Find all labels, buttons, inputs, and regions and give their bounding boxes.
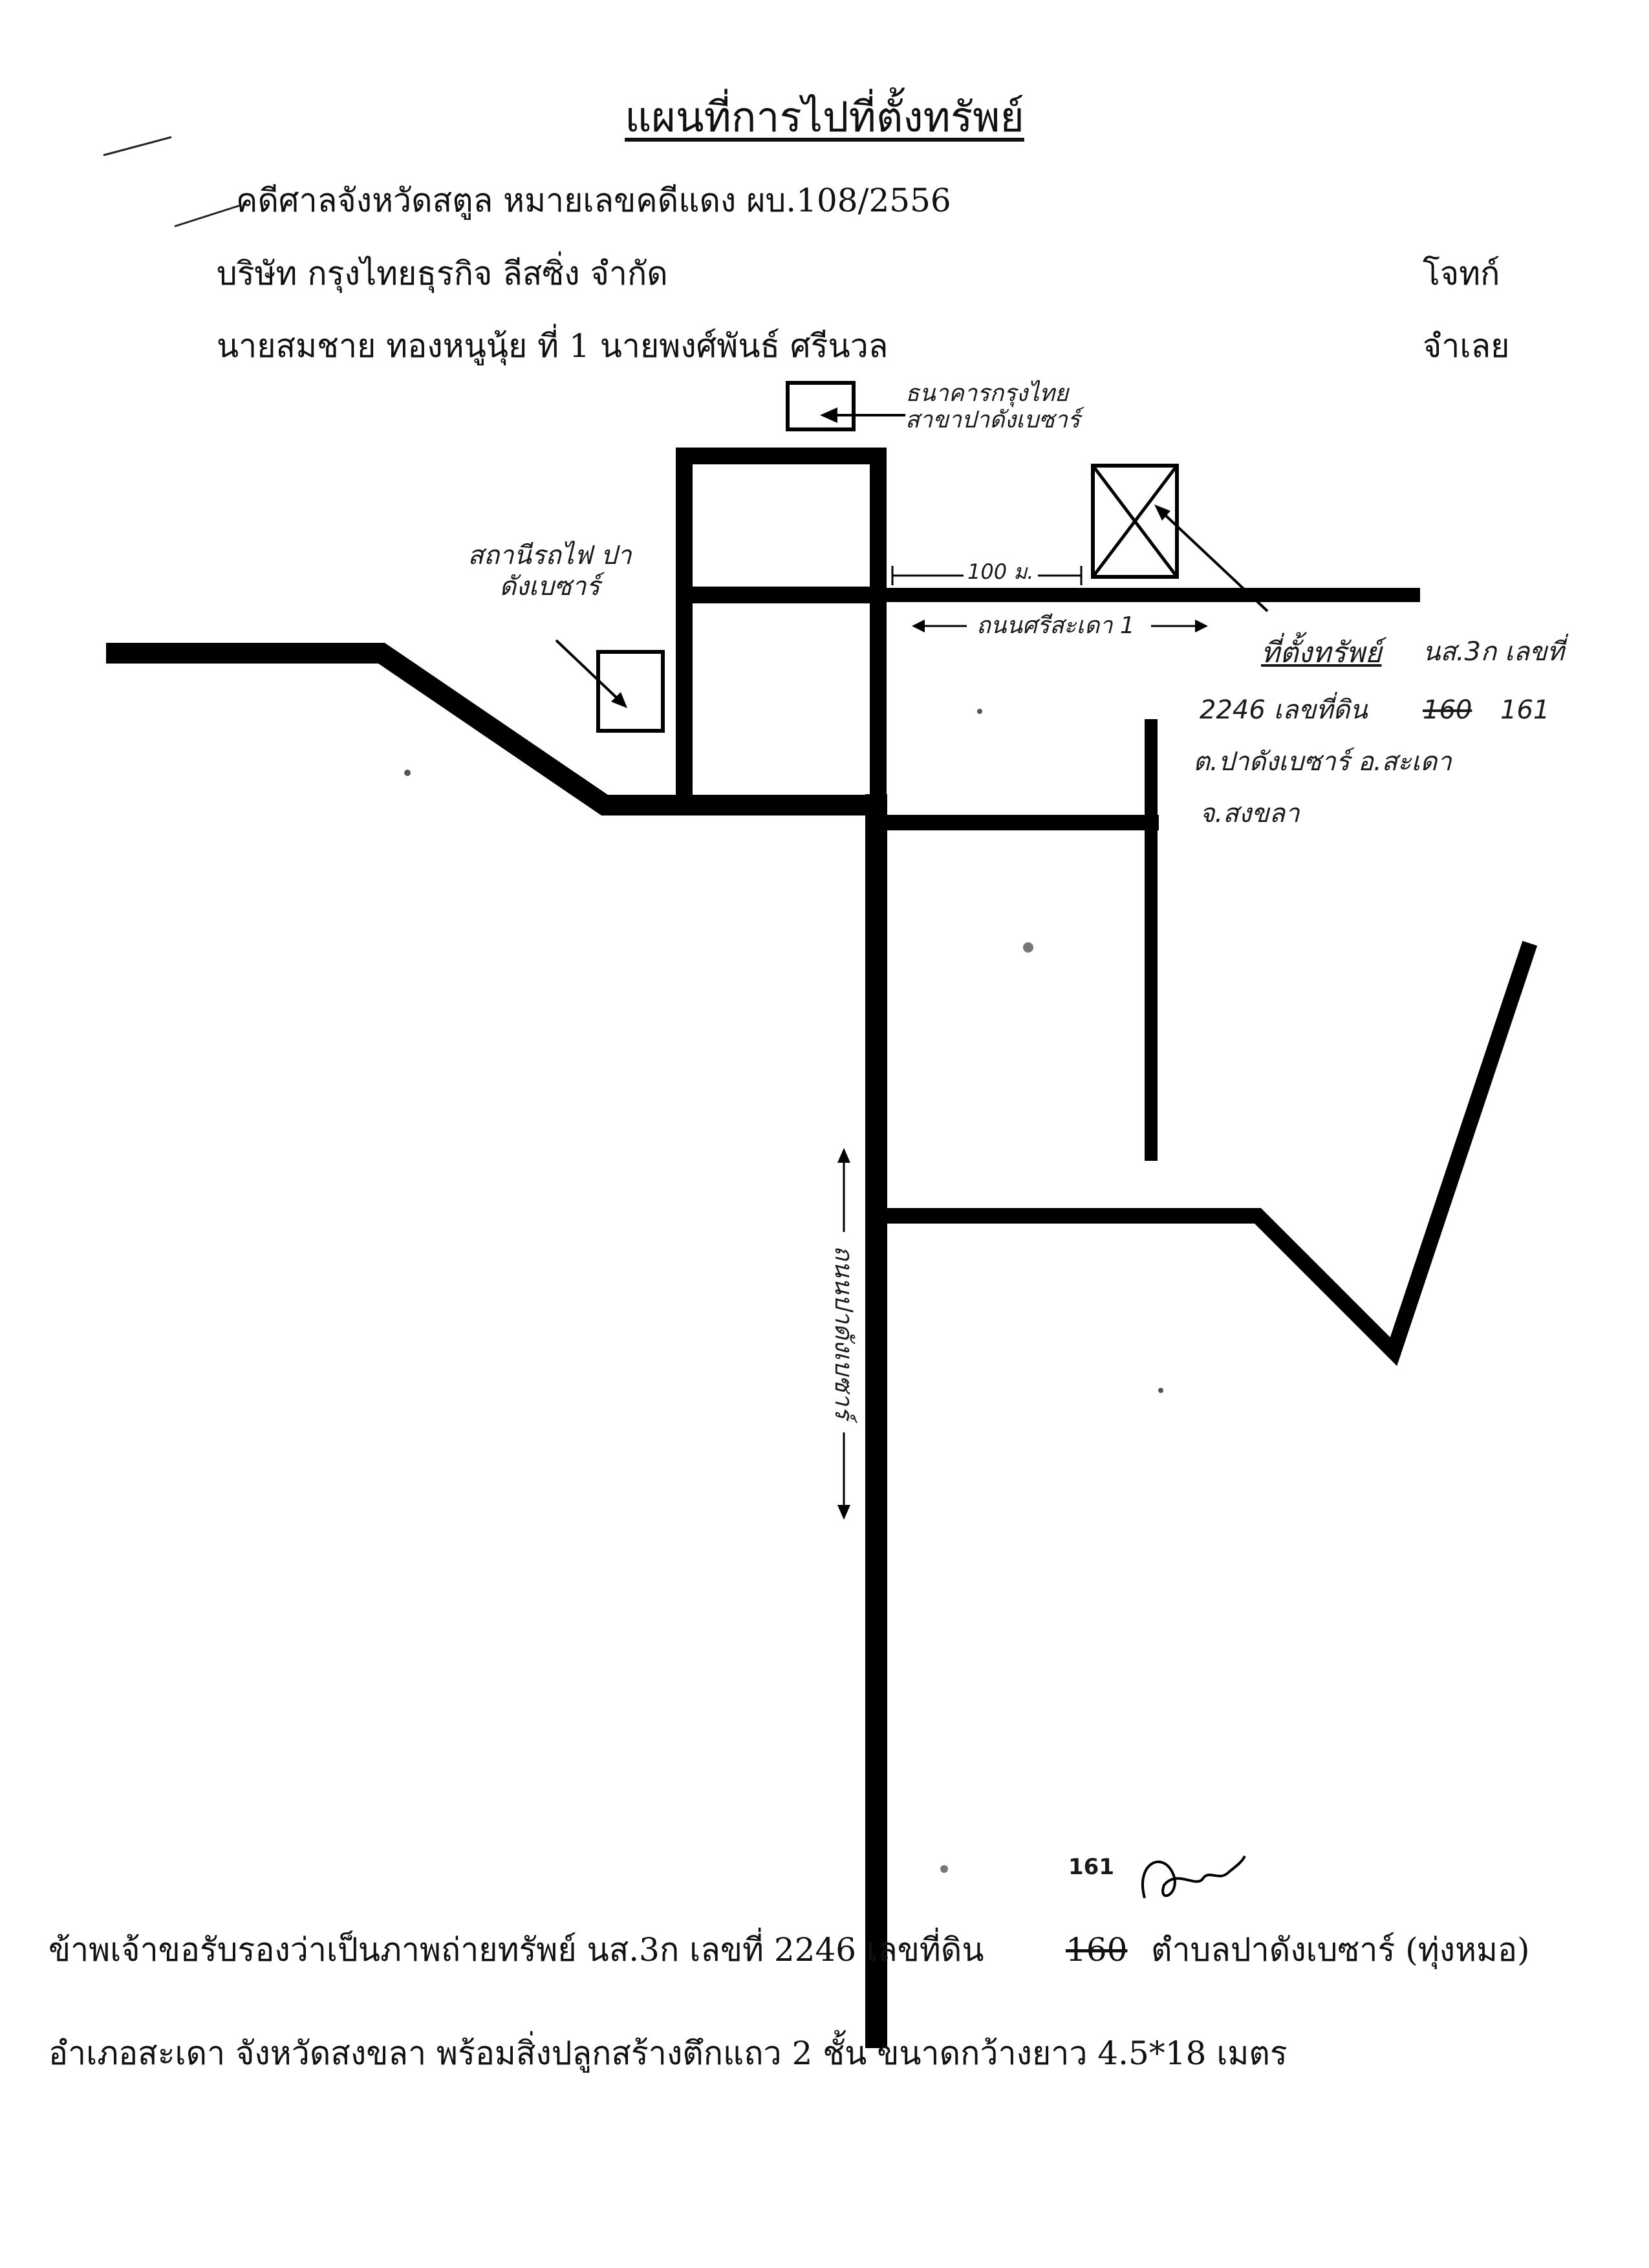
property-heading: ที่ตั้งทรัพย์ [1261, 636, 1382, 669]
signature [1141, 1855, 1246, 1899]
speck [404, 770, 411, 776]
arrow-up-left-icon [1154, 504, 1170, 521]
arrow-up-icon [837, 1148, 850, 1163]
certification-corrected-number: 161 [1068, 1854, 1114, 1880]
plaintiff-role: โจทก์ [1423, 255, 1500, 292]
case-line: คดีศาลจังหวัดสตูล หมายเลขคดีแดง ผบ.108/2… [236, 182, 951, 219]
property-line1: นส.3ก เลขที่ [1423, 637, 1564, 667]
defendant-name: นายสมชาย ทองหนูนุ้ย ที่ 1 นายพงศ์พันธ์ ศ… [217, 327, 889, 365]
arrow-left-icon [820, 407, 837, 423]
station-label: สถานีรถไฟ ปาดังเบซาร์ [468, 541, 632, 601]
property-pointer-line [1159, 510, 1269, 612]
arrow-right-icon [1195, 620, 1208, 632]
certification-line1-part2: ตำบลปาดังเบซาร์ (ทุ่งหมอ) [1151, 1931, 1530, 1969]
arrow-left-icon [912, 620, 925, 632]
distance-label: 100 ม. [964, 561, 1038, 582]
speck [1158, 1388, 1163, 1393]
property-line2b: 161 [1500, 695, 1550, 725]
property-line4: จ.สงขลา [1200, 799, 1300, 828]
property-line3: ต.ปาดังเบซาร์ อ.สะเดา [1193, 747, 1452, 777]
property-marker [1091, 464, 1179, 579]
pen-mark [174, 204, 240, 228]
speck [1023, 942, 1033, 953]
station-pointer-line [555, 639, 622, 703]
station-marker [596, 650, 665, 733]
property-cross-line [1092, 464, 1178, 578]
speck [977, 709, 982, 714]
bank-label: ธนาคารกรุงไทย สาขาปาดังเบซาร์ [905, 380, 1081, 434]
road-east-label: ถนนศรีสะเดา 1 [976, 612, 1135, 639]
speck [940, 1865, 948, 1873]
certification-struck-number: 160 [1066, 1931, 1128, 1969]
plaintiff-name: บริษัท กรุงไทยธุรกิจ ลีสซิ่ง จำกัด [217, 255, 668, 292]
road-south-zigzag [868, 940, 1538, 1366]
pen-marks [103, 136, 240, 228]
station-block-roads [676, 448, 887, 814]
certification-line2: อำเภอสะเดา จังหวัดสงขลา พร้อมสิ่งปลูกสร้… [48, 2035, 1288, 2072]
road-north-south-label: ถนนปาดังเบซาร์ [830, 1245, 858, 1420]
pen-mark [103, 136, 172, 157]
property-line2a: 2246 เลขที่ดิน [1200, 695, 1368, 725]
arrow-down-icon [837, 1505, 850, 1520]
page-title: แผนที่การไปที่ตั้งทรัพย์ [625, 94, 1024, 142]
arrow-down-right-icon [611, 692, 627, 708]
bank-marker [786, 381, 856, 431]
road-west-diagonal [106, 643, 887, 815]
property-line2-struck: 160 [1423, 695, 1472, 725]
defendant-role: จำเลย [1423, 327, 1510, 365]
certification-line1-part1: ข้าพเจ้าขอรับรองว่าเป็นภาพถ่ายทรัพย์ นส.… [48, 1931, 984, 1969]
